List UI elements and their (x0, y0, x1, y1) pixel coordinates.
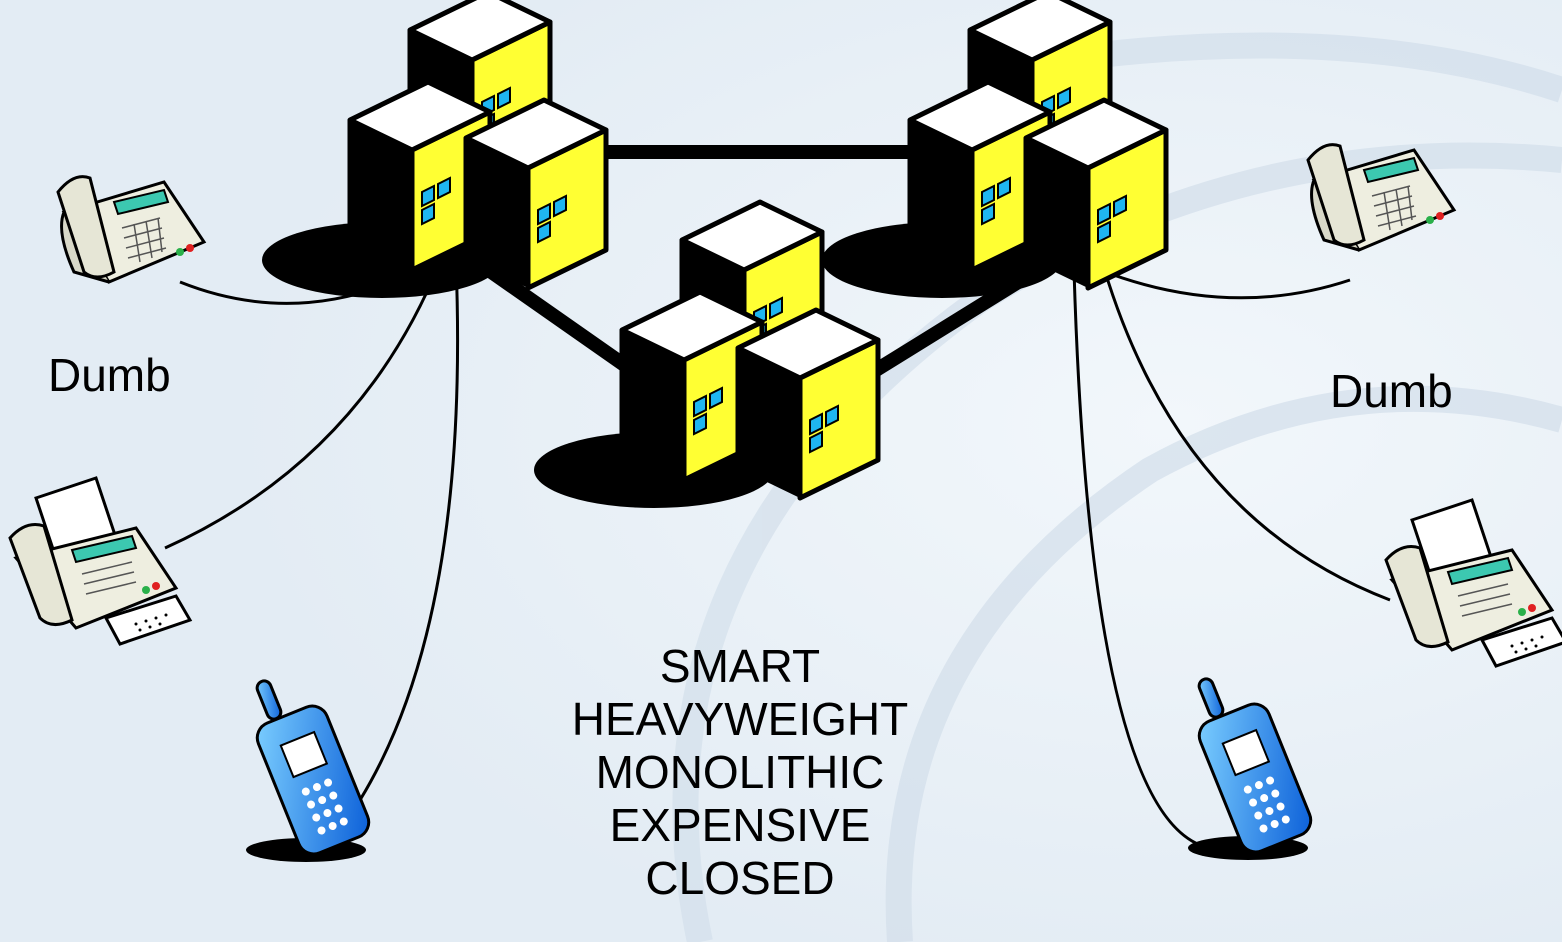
line-right-mobile (1072, 269, 1201, 847)
characteristic-monolithic: MONOLITHIC (595, 746, 885, 798)
characteristic-expensive: EXPENSIVE (609, 799, 871, 851)
characteristic-heavyweight: HEAVYWEIGHT (571, 693, 909, 745)
line-left-mobile (358, 261, 460, 801)
subscriber-lines (164, 261, 1391, 847)
line-right-fax (1102, 267, 1391, 602)
dumb-label-right: Dumb (1330, 365, 1453, 417)
line-left-fax (164, 261, 442, 550)
characteristic-closed: CLOSED (645, 852, 835, 904)
dumb-label-left: Dumb (48, 349, 171, 401)
line-right-phone (1099, 268, 1351, 300)
characteristic-smart: SMART (659, 640, 821, 692)
network-characteristics: SMART HEAVYWEIGHT MONOLITHIC EXPENSIVE C… (500, 640, 980, 905)
